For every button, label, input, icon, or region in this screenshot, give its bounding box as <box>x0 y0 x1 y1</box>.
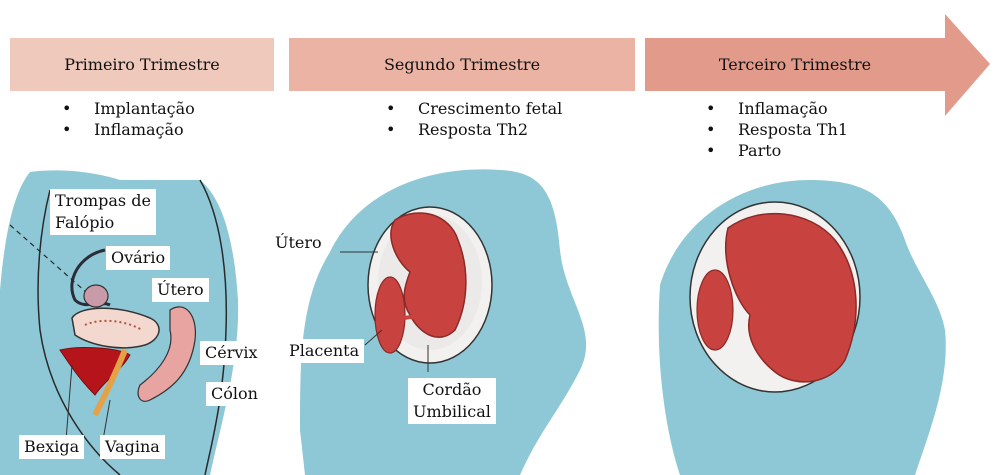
label-uterus-first: Útero <box>152 278 209 302</box>
label-line: Umbilical <box>413 401 491 423</box>
label-line: Trompas de <box>55 190 151 212</box>
label-bladder: Bexiga <box>19 435 84 459</box>
label-colon: Cólon <box>206 382 263 406</box>
label-line: Falópio <box>55 212 151 234</box>
second-trimester-illustration <box>300 169 586 475</box>
label-placenta: Placenta <box>284 339 364 363</box>
label-umbilical-cord: Cordão Umbilical <box>408 378 496 424</box>
label-vagina: Vagina <box>100 435 165 459</box>
third-trimester-illustration <box>659 180 946 475</box>
label-line: Cordão <box>413 379 491 401</box>
label-uterus-second: Útero <box>270 231 327 255</box>
label-fallopian-tubes: Trompas de Falópio <box>50 189 156 235</box>
label-cervix: Cérvix <box>200 341 263 365</box>
label-ovary: Ovário <box>106 246 170 270</box>
